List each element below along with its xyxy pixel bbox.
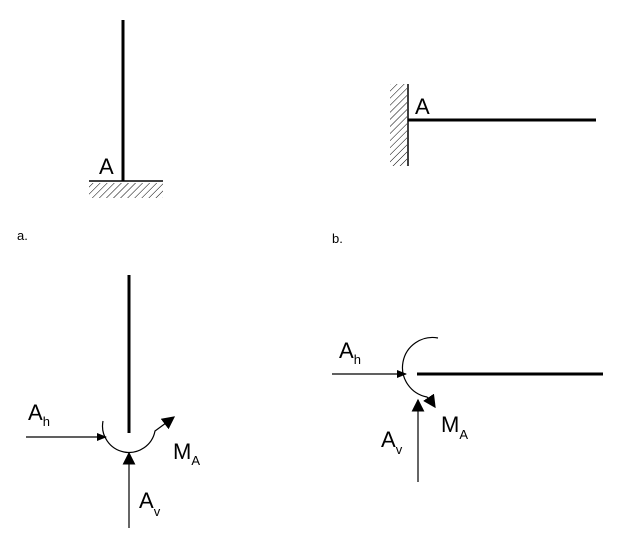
panel-b-free-body: Ah Av MA [332, 336, 603, 482]
panel-a-structure: A [89, 20, 163, 198]
moment-arc-arrow [401, 336, 439, 409]
caption-a: a. [17, 228, 28, 243]
horizontal-reaction-label: Ah [28, 400, 50, 429]
panel-b-structure: A [390, 84, 596, 166]
vertical-reaction-label: Av [139, 488, 161, 519]
ground-hatch [89, 183, 163, 198]
moment-arc-arrow [101, 416, 176, 454]
wall-hatch [390, 84, 407, 166]
moment-reaction-label: MA [173, 439, 200, 468]
panel-a-free-body: Ah Av MA [26, 275, 200, 528]
vertical-reaction-label: Av [381, 427, 403, 457]
horizontal-reaction-label: Ah [339, 338, 361, 367]
support-label-b: A [415, 94, 430, 119]
support-label-a: A [99, 154, 114, 179]
caption-b: b. [332, 231, 343, 246]
moment-reaction-label: MA [441, 412, 468, 442]
